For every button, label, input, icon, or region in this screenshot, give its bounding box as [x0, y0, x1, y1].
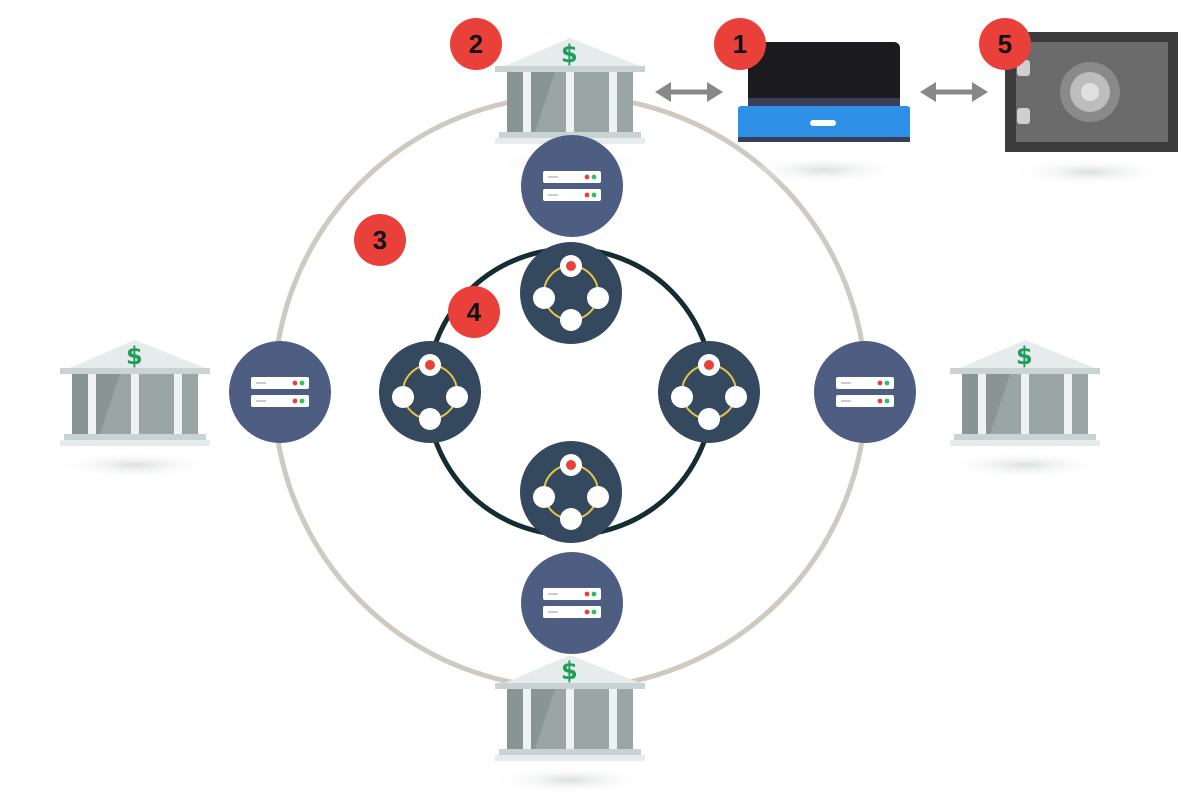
badge-4: 4 [448, 286, 500, 338]
network-hub-icon-right [657, 340, 761, 444]
bank-dollar-sign: $ [126, 342, 143, 370]
badge-2: 2 [450, 18, 502, 70]
server-icon-bottom [520, 551, 624, 655]
badge-2-label: 2 [469, 29, 483, 59]
network-hub-icon-bottom [519, 440, 623, 544]
badge-1: 1 [714, 18, 766, 70]
badge-5: 5 [979, 18, 1031, 70]
laptop-icon [738, 42, 910, 184]
server-icon-top [520, 134, 624, 238]
bank-building-icon-left: $ [55, 340, 215, 479]
bank-dollar-sign: $ [561, 657, 578, 685]
badge-3-label: 3 [373, 225, 387, 255]
network-hub-icon-top [519, 241, 623, 345]
bank-dollar-sign: $ [1016, 342, 1033, 370]
badge-1-label: 1 [733, 29, 747, 59]
server-icon-right [813, 340, 917, 444]
bank-building-icon-right: $ [945, 340, 1105, 479]
double-arrow-icon-bank-laptop [655, 82, 723, 102]
bank-building-icon-top: $ [490, 38, 650, 177]
safe-icon [1005, 32, 1178, 186]
network-hub-icon-left [378, 340, 482, 444]
badge-3: 3 [354, 214, 406, 266]
bank-building-icon-bottom: $ [490, 655, 650, 794]
badge-5-label: 5 [998, 29, 1012, 59]
server-icon-left [228, 340, 332, 444]
bank-dollar-sign: $ [561, 40, 578, 68]
double-arrow-icon-laptop-safe [920, 82, 988, 102]
badge-4-label: 4 [467, 297, 482, 327]
